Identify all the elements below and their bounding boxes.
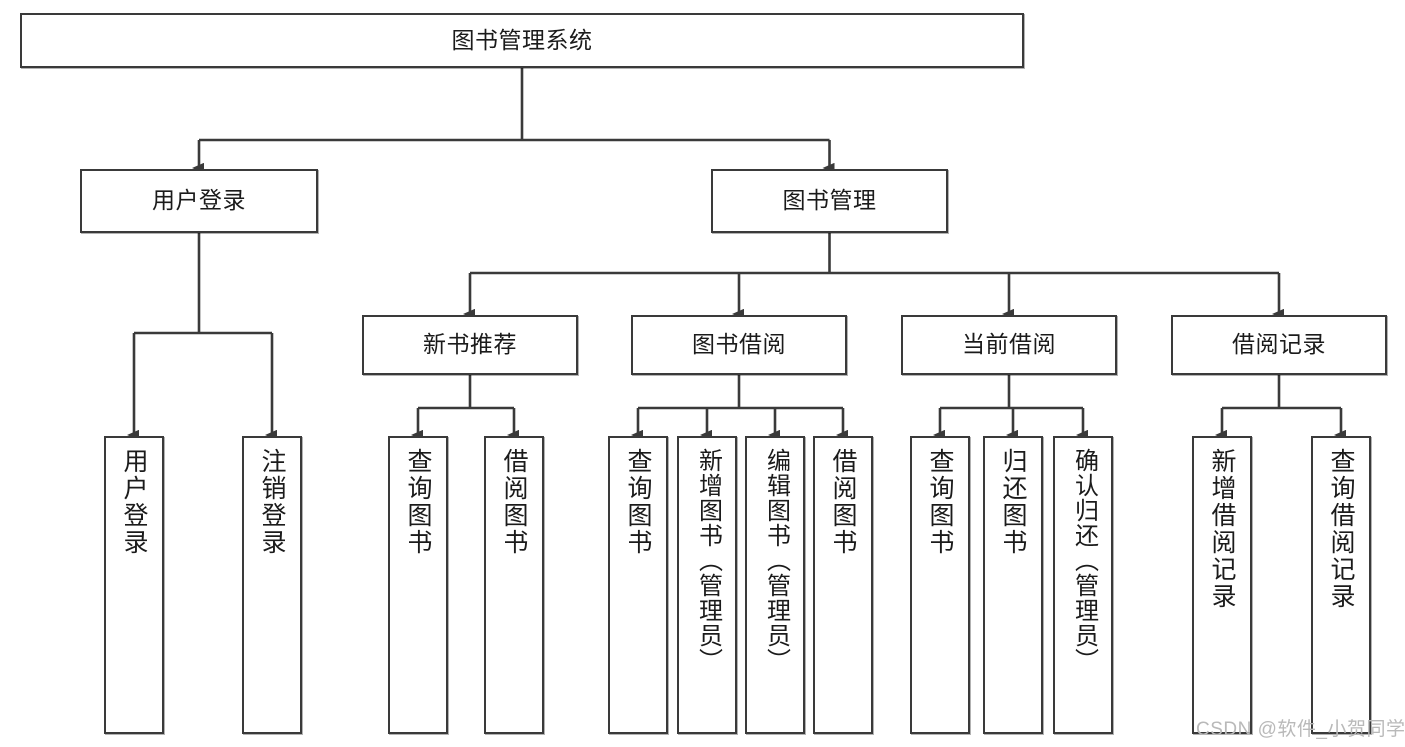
node-label: 注销登录 (258, 448, 286, 556)
node-leaf_12[interactable]: 查询借阅记录 (1311, 436, 1371, 734)
node-label: 新书推荐 (423, 331, 517, 358)
node-label: 借阅图书 (500, 448, 528, 556)
node-l2_0[interactable]: 用户登录 (80, 169, 318, 233)
node-l3_1[interactable]: 图书借阅 (631, 315, 847, 375)
node-l3_2[interactable]: 当前借阅 (901, 315, 1117, 375)
node-label: 图书借阅 (692, 331, 786, 358)
node-label: 确认归还（管理员） (1070, 448, 1098, 673)
node-label: 当前借阅 (962, 331, 1056, 358)
node-label: 查询图书 (404, 448, 432, 556)
node-leaf_11[interactable]: 新增借阅记录 (1192, 436, 1252, 734)
node-leaf_8[interactable]: 查询图书 (910, 436, 970, 734)
node-l3_3[interactable]: 借阅记录 (1171, 315, 1387, 375)
node-leaf_4[interactable]: 查询图书 (608, 436, 668, 734)
node-leaf_6[interactable]: 编辑图书（管理员） (745, 436, 805, 734)
node-leaf_10[interactable]: 确认归还（管理员） (1053, 436, 1113, 734)
node-label: 查询图书 (926, 448, 954, 556)
node-label: 用户登录 (152, 187, 246, 214)
node-label: 查询图书 (624, 448, 652, 556)
node-label: 查询借阅记录 (1327, 448, 1355, 610)
node-l2_1[interactable]: 图书管理 (711, 169, 948, 233)
node-leaf_3[interactable]: 借阅图书 (484, 436, 544, 734)
node-leaf_1[interactable]: 注销登录 (242, 436, 302, 734)
node-label: 归还图书 (999, 448, 1027, 556)
node-label: 编辑图书（管理员） (762, 448, 790, 673)
node-label: 借阅图书 (829, 448, 857, 556)
node-leaf_2[interactable]: 查询图书 (388, 436, 448, 734)
node-root[interactable]: 图书管理系统 (20, 13, 1024, 68)
node-label: 借阅记录 (1232, 331, 1326, 358)
node-label: 新增借阅记录 (1208, 448, 1236, 610)
csdn-watermark: CSDN @软件_小贺同学 (1196, 719, 1405, 740)
node-label: 图书管理 (782, 187, 877, 214)
node-label: 图书管理系统 (451, 26, 593, 53)
node-leaf_9[interactable]: 归还图书 (983, 436, 1043, 734)
node-label: 新增图书（管理员） (694, 448, 722, 673)
node-l3_0[interactable]: 新书推荐 (362, 315, 578, 375)
node-leaf_0[interactable]: 用户登录 (104, 436, 164, 734)
node-leaf_5[interactable]: 新增图书（管理员） (677, 436, 737, 734)
node-leaf_7[interactable]: 借阅图书 (813, 436, 873, 734)
node-label: 用户登录 (120, 448, 148, 556)
